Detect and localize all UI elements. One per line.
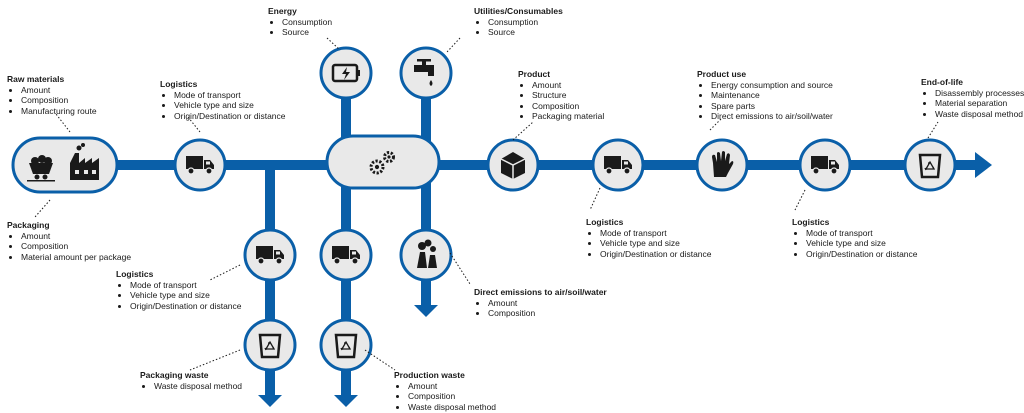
label-item: Mode of transport xyxy=(118,280,242,291)
water-tap-icon xyxy=(414,59,434,86)
label-item: Amount xyxy=(476,298,607,309)
node-energy xyxy=(319,46,373,100)
node-log1 xyxy=(173,138,227,192)
label-item: Material separation xyxy=(922,98,1024,109)
label-title: Utilities/Consumables xyxy=(474,6,563,16)
label-item: Manufacturing route xyxy=(9,105,97,116)
utilities-line xyxy=(421,85,431,165)
label-item: Amount xyxy=(8,231,131,242)
label-title: Logistics xyxy=(792,217,830,227)
label-item: Composition xyxy=(476,308,607,319)
label-item: Source xyxy=(269,27,332,38)
label-item: Origin/Destination or distance xyxy=(794,248,918,259)
label-title: Direct emissions to air/soil/water xyxy=(474,287,607,297)
label-item: Origin/Destination or distance xyxy=(118,300,242,311)
label-title: Packaging waste xyxy=(140,370,209,380)
label-item: Vehicle type and size xyxy=(118,290,242,301)
energy-line xyxy=(341,85,351,165)
label-title: End-of-life xyxy=(921,77,964,87)
label-item: Composition xyxy=(395,391,496,402)
label-item: Direct emissions to air/soil/water xyxy=(699,111,833,121)
label-item: Origin/Destination or distance xyxy=(588,248,712,259)
battery-energy-icon xyxy=(331,63,360,83)
label-item: Amount xyxy=(395,381,496,392)
label-item: Vehicle type and size xyxy=(794,238,918,249)
label-title: Packaging xyxy=(7,220,50,230)
node-log4 xyxy=(798,138,852,192)
label-title: Logistics xyxy=(116,269,154,279)
label-title: Product use xyxy=(697,69,747,79)
hand-icon xyxy=(712,151,734,177)
label-item: Amount xyxy=(9,85,97,96)
raw-materials-factory-icon xyxy=(27,143,99,182)
node-eol xyxy=(903,138,957,192)
label-title: Logistics xyxy=(160,79,198,89)
label-item: Structure xyxy=(519,90,604,101)
label-title: Product xyxy=(518,69,551,79)
label-item: Consumption xyxy=(476,17,563,28)
label-item: Waste disposal method xyxy=(922,108,1024,119)
label-item: Mode of transport xyxy=(794,228,918,239)
node-log3 xyxy=(591,138,645,192)
label-item: Spare parts xyxy=(699,101,833,112)
node-raw xyxy=(11,136,119,194)
label-item: Material amount per package xyxy=(8,251,132,262)
node-log2a xyxy=(243,228,297,282)
box-icon xyxy=(500,152,526,179)
label-item: Consumption xyxy=(269,16,333,27)
node-utilities xyxy=(399,46,453,100)
label-item: Origin/Destination or distance xyxy=(162,110,286,121)
label-item: Composition xyxy=(9,95,97,106)
label-item: Waste disposal method xyxy=(141,380,243,391)
gears-icon xyxy=(369,151,395,175)
label-item: Composition xyxy=(519,101,604,112)
node-prodwaste xyxy=(319,318,373,372)
production-down-line-arrow xyxy=(334,395,358,407)
node-product xyxy=(486,138,540,192)
label-item: Maintenance xyxy=(699,90,833,101)
label-item: Mode of transport xyxy=(162,90,286,101)
label-item: Vehicle type and size xyxy=(588,238,712,249)
label-item: Disassembly processes xyxy=(922,87,1024,98)
node-emissions xyxy=(399,228,453,282)
node-packwaste xyxy=(243,318,297,372)
node-use xyxy=(695,138,749,192)
label-title: Energy xyxy=(268,6,297,16)
label-item: Energy consumption and source xyxy=(699,79,833,90)
emissions-down-line-arrow xyxy=(414,305,438,317)
label-item: Amount xyxy=(519,80,604,91)
label-item: Mode of transport xyxy=(588,228,712,239)
label-item: Source xyxy=(476,27,563,38)
label-direct-emissions: Direct emissions to air/soil/water Amoun… xyxy=(474,287,607,319)
label-item: Waste disposal method xyxy=(395,401,497,412)
label-product-use: Product use Energy consumption and sourc… xyxy=(697,69,833,122)
process-node xyxy=(325,134,441,190)
label-packaging-waste: Packaging waste Waste disposal method xyxy=(140,370,242,391)
label-title: Production waste xyxy=(394,370,465,380)
label-item: Composition xyxy=(8,241,131,252)
label-item: Packaging material xyxy=(519,111,605,121)
label-title: Raw materials xyxy=(7,74,65,84)
emissions-plant-icon xyxy=(417,239,437,268)
label-item: Vehicle type and size xyxy=(162,100,286,111)
main-flow-arrow xyxy=(975,152,992,178)
node-log2b xyxy=(319,228,373,282)
packaging-down-line-arrow xyxy=(258,395,282,407)
label-title: Logistics xyxy=(586,217,624,227)
